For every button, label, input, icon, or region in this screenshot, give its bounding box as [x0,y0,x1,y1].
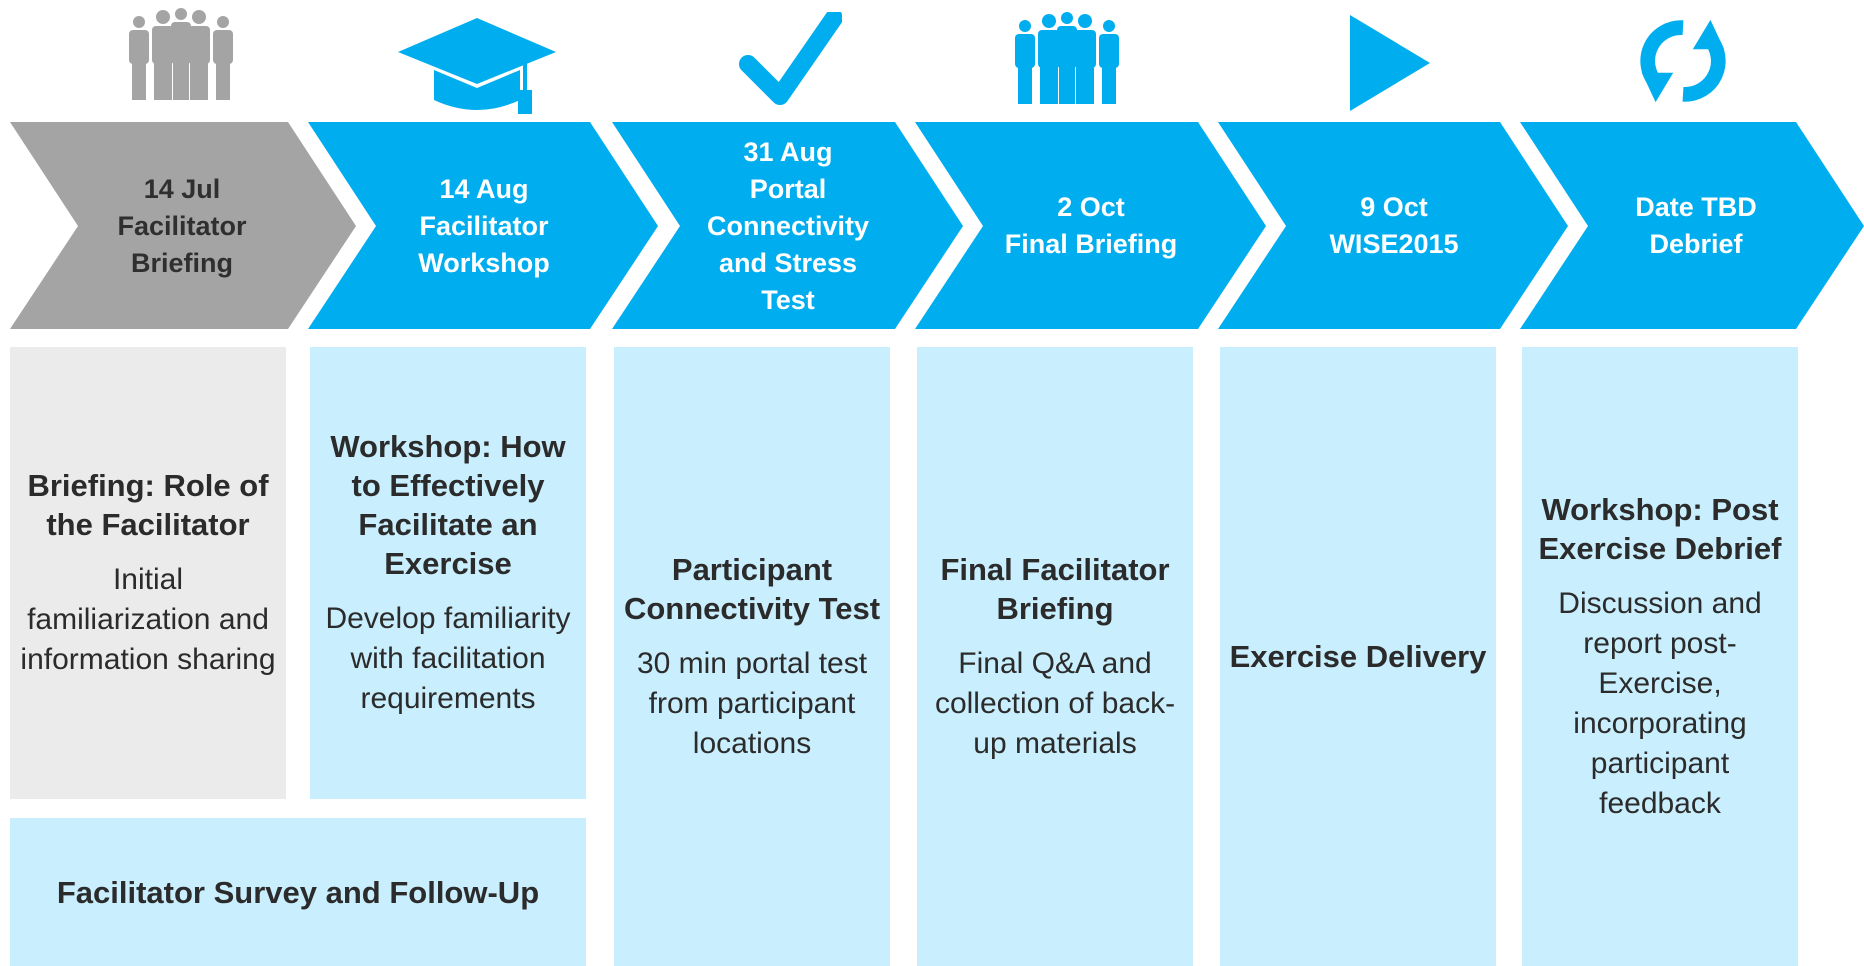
stage-detail-title: Participant Connectivity Test [623,551,881,626]
stage-detail-description: Develop familiarity with facilitation re… [325,602,571,715]
stage-detail-box-3: Participant Connectivity Test 30 min por… [614,347,890,966]
graduation-cap-icon [398,18,556,114]
stage-label-line: Debrief [1649,229,1743,259]
stage-label-line: Facilitator [419,210,549,241]
followup-title: Facilitator Survey and Follow-Up [56,874,540,910]
stage-date: 14 Aug [439,173,529,204]
stage-detail-description: Final Q&A and collection of back-up mate… [934,646,1176,760]
people-group-icon [129,8,233,100]
stage-chevron-2 [308,122,658,329]
stage-detail-box-5: Exercise Delivery [1220,347,1496,966]
stage-detail-box-6: Workshop: Post Exercise Debrief Discussi… [1522,347,1798,966]
stage-label-3: 31 Aug Portal Connectivity and Stress Te… [658,121,918,331]
stage-detail-box-4: Final Facilitator Briefing Final Q&A and… [917,347,1193,966]
stage-label-6: Date TBD Debrief [1566,121,1826,331]
stage-detail-box-2: Workshop: How to Effectively Facilitate … [310,347,586,799]
play-icon [1350,15,1430,111]
stage-label-4: 2 Oct Final Briefing [961,121,1221,331]
stage-label-line: Test [761,284,815,315]
followup-box: Facilitator Survey and Follow-Up [10,818,586,966]
stage-label-line: Portal [749,173,827,204]
stage-label-2: 14 Aug Facilitator Workshop [354,121,614,331]
stage-label-line: and Stress [718,247,858,278]
stage-label-line: WISE2015 [1329,229,1459,259]
stage-detail-title: Exercise Delivery [1229,639,1487,674]
stage-chevron-4 [915,122,1266,329]
stage-date: 9 Oct [1360,192,1428,222]
stage-label-line: Workshop [418,247,550,278]
timeline-chevrons [10,122,1864,329]
stage-detail-title: Workshop: How to Effectively Facilitate … [330,429,566,581]
stage-date: Date TBD [1635,192,1757,222]
people-group-icon [1015,12,1119,104]
stage-date: 31 Aug [743,136,833,167]
stage-detail-box-1: Briefing: Role of the Facilitator Initia… [10,347,286,799]
stage-chevron-3 [612,122,963,329]
stage-chevron-5 [1218,122,1568,329]
stage-detail-title: Final Facilitator Briefing [940,551,1170,626]
stage-detail-description: Discussion and report post-Exercise, inc… [1558,586,1762,820]
stage-label-5: 9 Oct WISE2015 [1264,121,1524,331]
stage-detail-title: Briefing: Role of the Facilitator [27,468,269,542]
stage-date: 14 Jul [143,173,221,204]
stage-date: 2 Oct [1057,192,1125,222]
stage-label-line: Final Briefing [1004,229,1178,259]
checkmark-icon [739,12,842,105]
refresh-cycle-icon [1640,19,1726,103]
stage-chevron-1 [10,122,356,329]
stage-label-1: 14 Jul Facilitator Briefing [52,121,312,331]
stage-label-line: Facilitator [117,210,247,241]
stage-detail-description: 30 min portal test from participant loca… [636,646,868,760]
stage-label-line: Briefing [130,247,233,278]
stage-detail-description: Initial familiarization and information … [20,563,276,676]
stage-detail-title: Workshop: Post Exercise Debrief [1538,491,1782,566]
stage-chevron-6 [1520,122,1864,329]
stage-label-line: Connectivity [706,210,870,241]
